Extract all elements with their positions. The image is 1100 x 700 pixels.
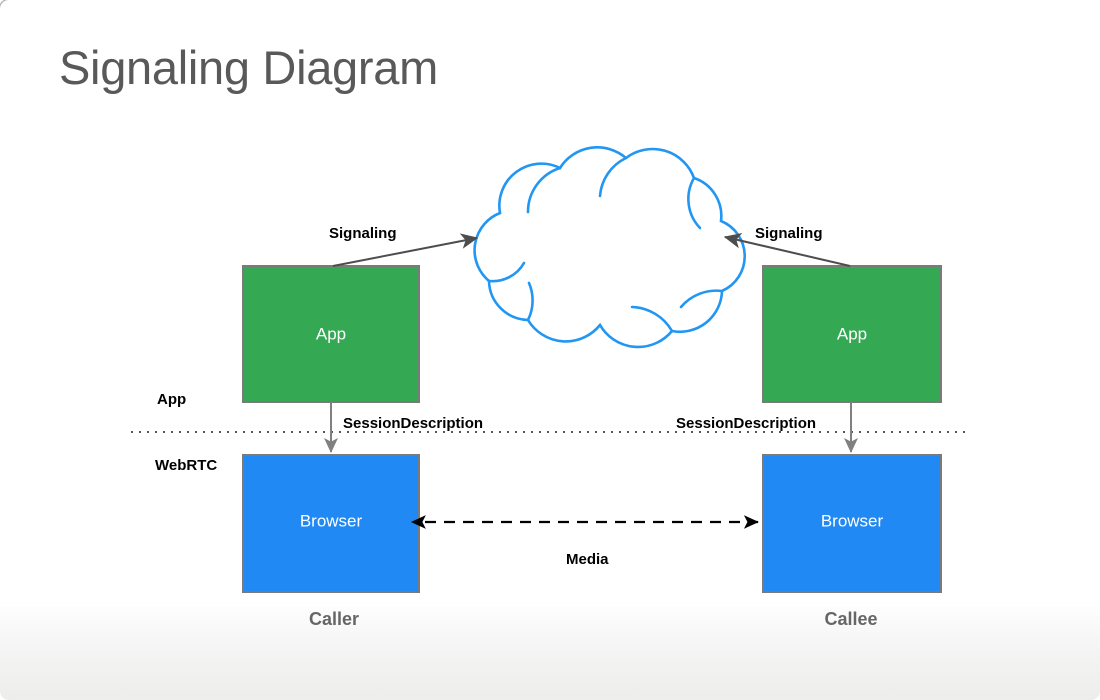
media-label: Media xyxy=(566,551,609,568)
actor-label-caller: Caller xyxy=(309,609,359,629)
callee-app-label: App xyxy=(837,324,867,343)
layer-label-webrtc: WebRTC xyxy=(155,457,217,474)
page-title: Signaling Diagram xyxy=(59,41,438,94)
layer-label-app: App xyxy=(157,391,186,408)
caller-app-label: App xyxy=(316,324,346,343)
actor-label-callee: Callee xyxy=(824,609,877,629)
session-right-label: SessionDescription xyxy=(676,415,816,432)
signaling-right-arrow xyxy=(723,233,851,267)
callee-browser-node[interactable]: Browser xyxy=(762,454,942,593)
caller-browser-label: Browser xyxy=(300,511,363,530)
signaling-right-label: Signaling xyxy=(755,225,823,242)
signaling-left-label: Signaling xyxy=(329,225,397,242)
caller-app-node[interactable]: App xyxy=(242,265,420,403)
callee-browser-label: Browser xyxy=(821,511,884,530)
callee-app-node[interactable]: App xyxy=(762,265,942,403)
session-left-label: SessionDescription xyxy=(343,415,483,432)
caller-browser-node[interactable]: Browser xyxy=(242,454,420,593)
signaling-server-cloud xyxy=(473,146,747,349)
signaling-left-arrow xyxy=(332,233,479,267)
